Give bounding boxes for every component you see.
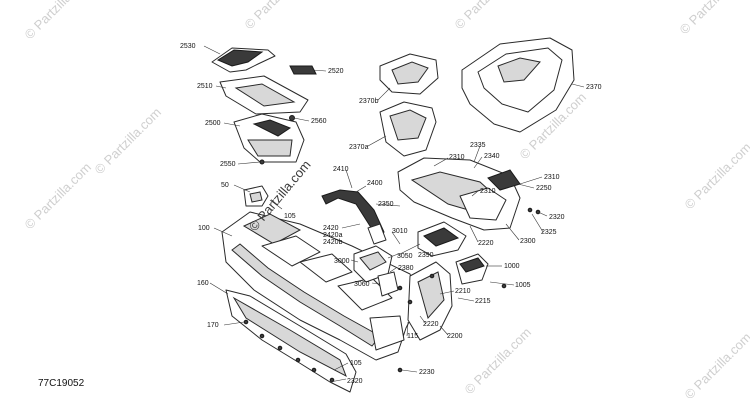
part-2370a [379,101,437,157]
watermark: © Partzilla.com [22,160,95,233]
watermark: © Partzilla.com [22,0,95,42]
watermark: © Partzilla.com [677,0,750,37]
part-2200 [407,261,453,341]
callout: 2390 [418,252,434,259]
callout: 2300 [520,238,536,245]
callout: 2310 [480,188,496,195]
callout: 170 [207,322,219,329]
callout: 3010 [392,228,408,235]
callout: 2420b [323,239,343,246]
part-2560 [289,115,295,121]
callout: 2335 [470,142,486,149]
callout: 2325 [541,229,557,236]
leader-lines [203,45,585,383]
part-3000 [353,245,393,283]
callout: 2220 [478,240,494,247]
callout: 2530 [180,43,196,50]
callout: 105 [350,360,362,367]
callout: 3000 [334,258,350,265]
callout: 2200 [447,333,463,340]
callout: 2370 [586,84,602,91]
callout: 105 [284,213,296,220]
part-2420 [367,223,387,245]
part-2370b [379,53,439,95]
callout: 2215 [475,298,491,305]
callout: 2400 [367,180,383,187]
part-2520 [289,65,317,75]
callout: 2340 [484,153,500,160]
callout-labels: 2530 2520 2510 2500 2560 2550 50 105 100… [180,43,602,385]
part-2530 [211,47,276,73]
callout: 2230 [419,369,435,376]
callout: 2370b [359,98,379,105]
screw-set [243,319,403,383]
part-160 [225,289,357,393]
callout: 1005 [515,282,531,289]
callout: 1000 [504,263,520,270]
callout: 2220 [423,321,439,328]
callout: 3060 [354,281,370,288]
callout: 2250 [536,185,552,192]
callout: 2510 [197,83,213,90]
callout: 2420a [323,232,343,239]
callout: 100 [198,225,210,232]
part-50 [243,185,269,207]
callout: 2410 [333,166,349,173]
callout: 2380 [398,265,414,272]
callout: 2210 [455,288,471,295]
callout: 2320 [347,378,363,385]
callout: 115 [407,333,418,340]
part-3060 [377,271,399,297]
part-2510 [219,75,309,115]
part-2370 [461,37,575,133]
part-2550 [259,159,265,165]
callout: 2550 [220,161,236,168]
diagram-code: 77C19052 [38,378,85,389]
callout: 2560 [311,118,327,125]
part-2300 [397,157,521,231]
part-2390 [417,221,467,257]
callout: 2310 [544,174,560,181]
part-100 [221,211,421,361]
callout: 3050 [397,253,413,260]
callout: 2320 [549,214,565,221]
callout: 2370a [349,144,369,151]
callout: 160 [197,280,209,287]
watermark: © Partzilla.com [92,105,165,178]
callout: 2520 [328,68,344,75]
callout: 2500 [205,120,221,127]
callout: 2350 [378,201,394,208]
watermark: © Partzilla.com [452,0,525,32]
watermark: © Partzilla.com [242,0,315,32]
part-1000 [455,253,489,285]
callout: 2420 [323,225,339,232]
part-2500 [233,113,305,163]
watermark: © Partzilla.com [682,330,750,403]
callout: 2310 [449,154,465,161]
watermark: © Partzilla.com [462,325,535,398]
screw-set-right [397,207,541,305]
watermark: © Partzilla.com [682,140,750,213]
callout: 50 [221,182,229,189]
